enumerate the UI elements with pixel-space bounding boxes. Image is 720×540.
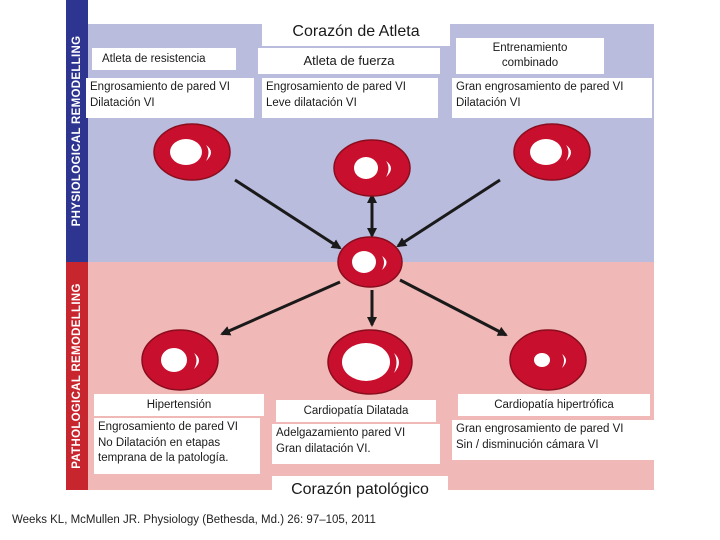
desc-dilated-line1: Adelgazamiento pared VI (276, 427, 406, 439)
desc-combined-line1: Gran engrosamiento de pared VI (456, 81, 624, 93)
desc-strength-line1: Engrosamiento de pared VI (266, 81, 407, 93)
arrow-resistance-to-center (234, 178, 342, 250)
desc-strength-athlete: Engrosamiento de pared VI Leve dilatació… (262, 78, 438, 118)
label-dilated-cardiomyopathy: Cardiopatía Dilatada (276, 400, 436, 422)
desc-combined-training: Gran engrosamiento de pared VI Dilatació… (452, 78, 652, 118)
arrow-center-to-hypertension (220, 280, 341, 336)
desc-hypertension-line3: temprana de la patología. (98, 452, 229, 465)
label-resistance-athlete: Atleta de resistencia (92, 48, 236, 70)
desc-strength-line2: Leve dilatación VI (266, 96, 357, 109)
arrows (220, 178, 508, 337)
heart-center (337, 236, 403, 288)
desc-dilated-line2: Gran dilatación VI. (276, 442, 371, 455)
desc-combined-line2: Dilatación VI (456, 96, 521, 109)
desc-hypertrophic-line2: Sin / disminución cámara VI (456, 438, 599, 451)
desc-hypertension-line1: Engrosamiento de pared VI (98, 421, 239, 433)
label-combined-line1: Entrenamiento (492, 42, 568, 54)
heart-resistance (153, 123, 231, 181)
arrow-combined-to-center (396, 178, 501, 248)
pathological-remodelling-label: PATHOLOGICAL REMODELLING (66, 262, 88, 490)
desc-hypertrophic-cardiomyopathy: Gran engrosamiento de pared VI Sin / dis… (452, 420, 654, 460)
heart-combined (513, 123, 591, 181)
label-strength-athlete: Atleta de fuerza (258, 48, 440, 74)
heart-hypertrophic (509, 329, 587, 391)
title-athlete-heart: Corazón de Atleta (262, 18, 450, 46)
label-hypertension: Hipertensión (94, 394, 264, 416)
label-hypertrophic-cardiomyopathy: Cardiopatía hipertrófica (458, 394, 650, 416)
desc-hypertension: Engrosamiento de pared VI No Dilatación … (94, 418, 260, 474)
desc-resistance-athlete: Engrosamiento de pared VI Dilatación VI (86, 78, 254, 118)
physiological-remodelling-label: PHYSIOLOGICAL REMODELLING (66, 0, 88, 262)
citation: Weeks KL, McMullen JR. Physiology (Bethe… (12, 514, 376, 526)
heart-dilated (327, 329, 413, 395)
heart-strength (333, 139, 411, 197)
label-combined-line2: combinado (501, 57, 559, 69)
desc-hypertrophic-line1: Gran engrosamiento de pared VI (456, 423, 624, 435)
desc-resistance-line1: Engrosamiento de pared VI (90, 81, 231, 93)
desc-resistance-line2: Dilatación VI (90, 96, 155, 109)
arrow-center-to-hypertrophic (399, 278, 508, 337)
label-combined-training: Entrenamiento combinado (456, 38, 604, 74)
heart-hypertension (141, 329, 219, 391)
desc-dilated-cardiomyopathy: Adelgazamiento pared VI Gran dilatación … (272, 424, 440, 464)
title-pathological-heart: Corazón patológico (272, 476, 448, 504)
desc-hypertension-line2: No Dilatación en etapas (98, 436, 221, 449)
